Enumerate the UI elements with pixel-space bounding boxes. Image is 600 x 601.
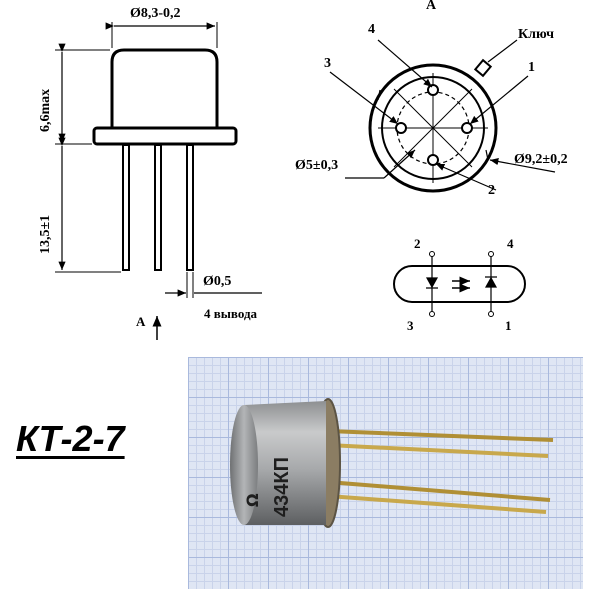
schematic-pin-top-right: 4: [507, 236, 514, 251]
photo-can: [236, 401, 326, 525]
transistor-lead: [186, 144, 194, 271]
schematic-body: [393, 265, 526, 303]
schematic-pin-top-left: 2: [414, 236, 421, 251]
pin-label-2: 2: [488, 183, 495, 198]
package-title: КТ-2-7: [16, 418, 125, 459]
transistor-cap-outline: [110, 48, 219, 128]
photo-lead: [327, 480, 551, 502]
transistor-flange: [92, 126, 238, 146]
pin-label-3: 3: [324, 56, 331, 71]
schematic-pin-bottom-right: 1: [505, 318, 512, 333]
pin-label-1: 1: [528, 60, 535, 75]
pin-label-4: 4: [368, 22, 375, 37]
photo-can-top: [230, 405, 258, 525]
photo-marking: 434КП: [271, 457, 293, 517]
photo-lead: [327, 443, 549, 458]
pin-2-dot: [427, 154, 439, 166]
top-view-label: A: [426, 0, 437, 13]
photo-illustration: 434КП Ω: [230, 398, 554, 528]
transistor-lead: [122, 144, 130, 271]
photo-logo-mark: Ω: [243, 493, 262, 507]
photo-lead: [327, 429, 554, 442]
leads-count-label: 4 вывода: [204, 306, 258, 321]
diameter-dimension-label: Ø8,3-0,2: [130, 6, 181, 21]
view-arrow-label: A: [136, 314, 146, 329]
body-dimension-label: Ø9,2±0,2: [514, 152, 568, 167]
pin-1-dot: [461, 122, 473, 134]
schematic-drawing: [393, 251, 526, 317]
height-dimension-label: 6,6max: [38, 88, 53, 132]
component-photo: 434КП Ω: [188, 357, 583, 589]
pin-circle-dimension-label: Ø5±0,3: [295, 158, 339, 173]
lead-diameter-label: Ø0,5: [203, 274, 232, 289]
pin-4-dot: [427, 84, 439, 96]
photodiode-symbol: [484, 276, 498, 288]
body-outer-circle: [368, 63, 498, 193]
key-label: Ключ: [518, 27, 555, 42]
top-view-drawing: [329, 39, 556, 193]
side-view-drawing: [55, 22, 262, 340]
key-tab: [473, 58, 493, 78]
transistor-lead: [154, 144, 162, 271]
schematic-pin-bottom-left: 3: [407, 318, 414, 333]
led-symbol: [425, 277, 439, 289]
lead-length-dimension-label: 13,5±1: [38, 214, 53, 254]
photo-lead: [327, 494, 547, 514]
pin-3-dot: [395, 122, 407, 134]
